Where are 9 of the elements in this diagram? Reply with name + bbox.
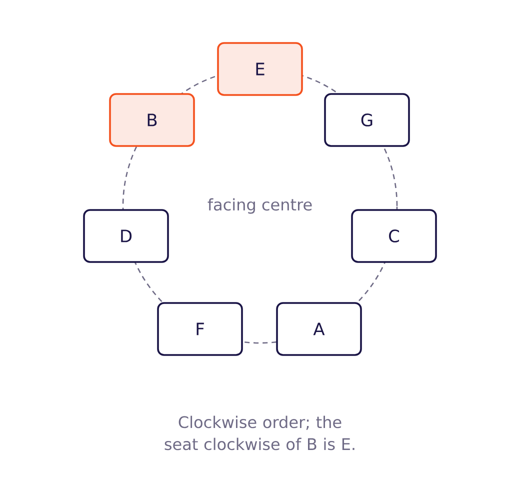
seat-box: E	[217, 42, 303, 96]
seat-box: A	[276, 302, 362, 356]
seat-box: C	[351, 209, 437, 263]
centre-label: facing centre	[208, 198, 312, 214]
seat-box: F	[157, 302, 243, 356]
seat-box: D	[83, 209, 169, 263]
seat-box: G	[324, 93, 410, 147]
seat-box: B	[109, 93, 195, 147]
caption: Clockwise order; the seat clockwise of B is E.	[164, 416, 354, 450]
